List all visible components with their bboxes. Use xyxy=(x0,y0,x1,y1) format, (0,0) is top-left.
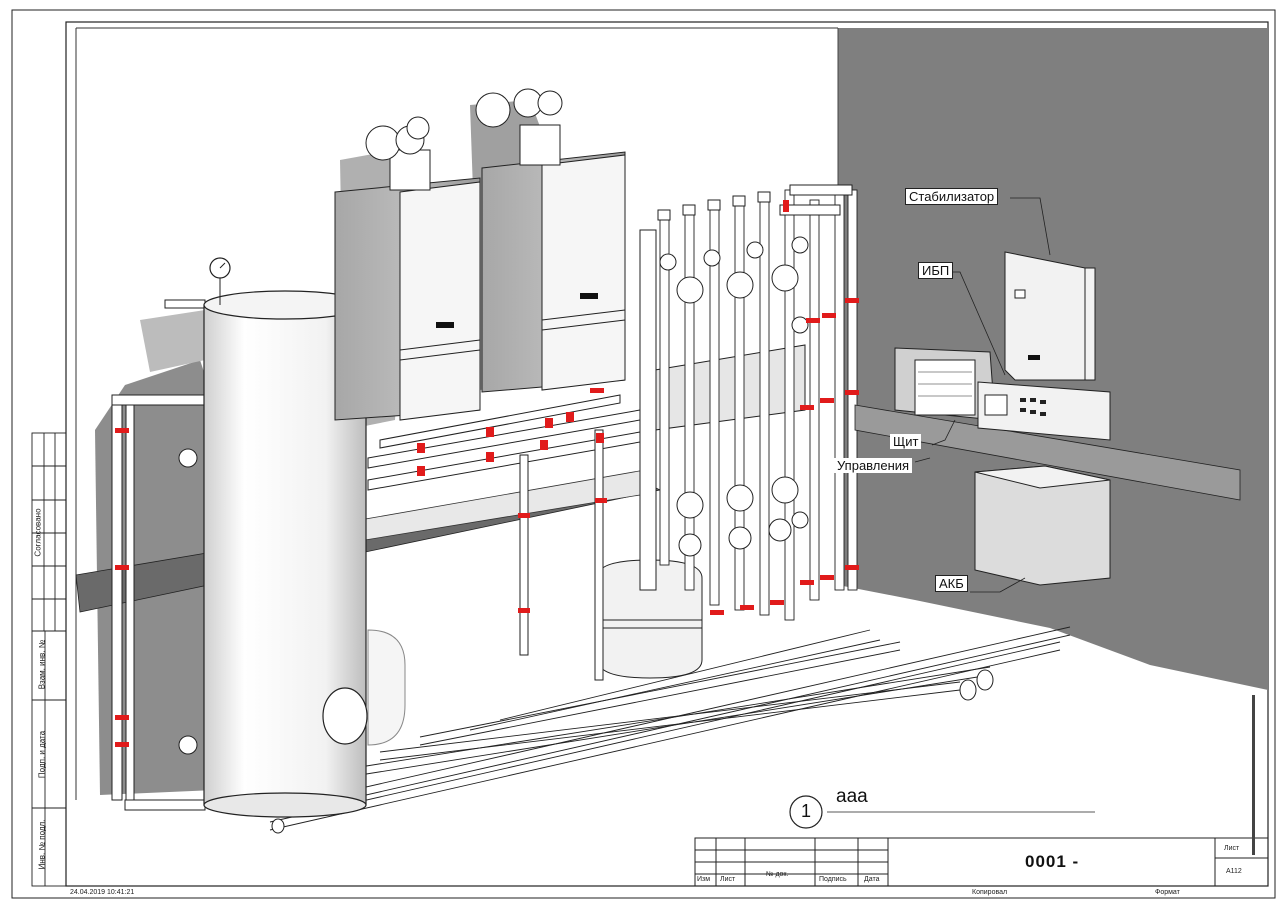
title-block xyxy=(694,837,1269,887)
col-change: Изм xyxy=(697,876,711,883)
callout-panel-line1: Щит xyxy=(890,434,922,449)
view-number: 1 xyxy=(800,801,811,821)
callout-stabilizer: Стабилизатор xyxy=(905,188,999,205)
outer-border xyxy=(11,9,1276,899)
left-stamp-table xyxy=(31,432,67,887)
control-panel-unit xyxy=(894,347,996,421)
expansion-tank xyxy=(597,559,703,679)
stamp-inv-no: Инв. № подл. xyxy=(37,819,47,870)
copied-label: Копировал xyxy=(972,889,1008,896)
callout-panel-line2: Управления xyxy=(834,458,913,473)
view-number-circle xyxy=(789,795,823,829)
boiler-right xyxy=(475,88,626,393)
col-date: Дата xyxy=(864,876,880,883)
viewport-3d xyxy=(75,27,1268,834)
ups-unit xyxy=(977,381,1111,441)
sheet-code: A112 xyxy=(1226,868,1242,875)
stamp-agreed: Согласовано xyxy=(33,508,43,557)
floor-pipes xyxy=(269,626,1071,831)
format-label: Формат xyxy=(1155,889,1180,896)
view-title: ааа xyxy=(836,786,868,807)
sheet-label: Лист xyxy=(1224,845,1240,852)
col-sheet: Лист xyxy=(720,876,736,883)
battery-unit xyxy=(974,465,1111,586)
pipe-clamps xyxy=(115,200,859,747)
equipment-shelf xyxy=(854,404,1241,501)
col-doc: № док. xyxy=(766,871,789,878)
boiler-left xyxy=(334,116,481,421)
stamp-replaced-inv: Взам. инв. № xyxy=(37,639,47,690)
callout-leaders xyxy=(827,197,1095,813)
callout-ups: ИБП xyxy=(918,262,954,279)
sheet-number: 0001 - xyxy=(1025,852,1080,871)
col-signature: Подпись xyxy=(819,876,847,883)
print-timestamp: 24.04.2019 10:41:21 xyxy=(70,889,135,896)
stamp-sign-date: Подп. и дата xyxy=(37,730,47,779)
right-margin-mark xyxy=(1252,695,1255,855)
callout-battery: АКБ xyxy=(935,575,968,592)
supply-pipes xyxy=(367,394,641,491)
stabilizer-unit xyxy=(1004,251,1096,381)
